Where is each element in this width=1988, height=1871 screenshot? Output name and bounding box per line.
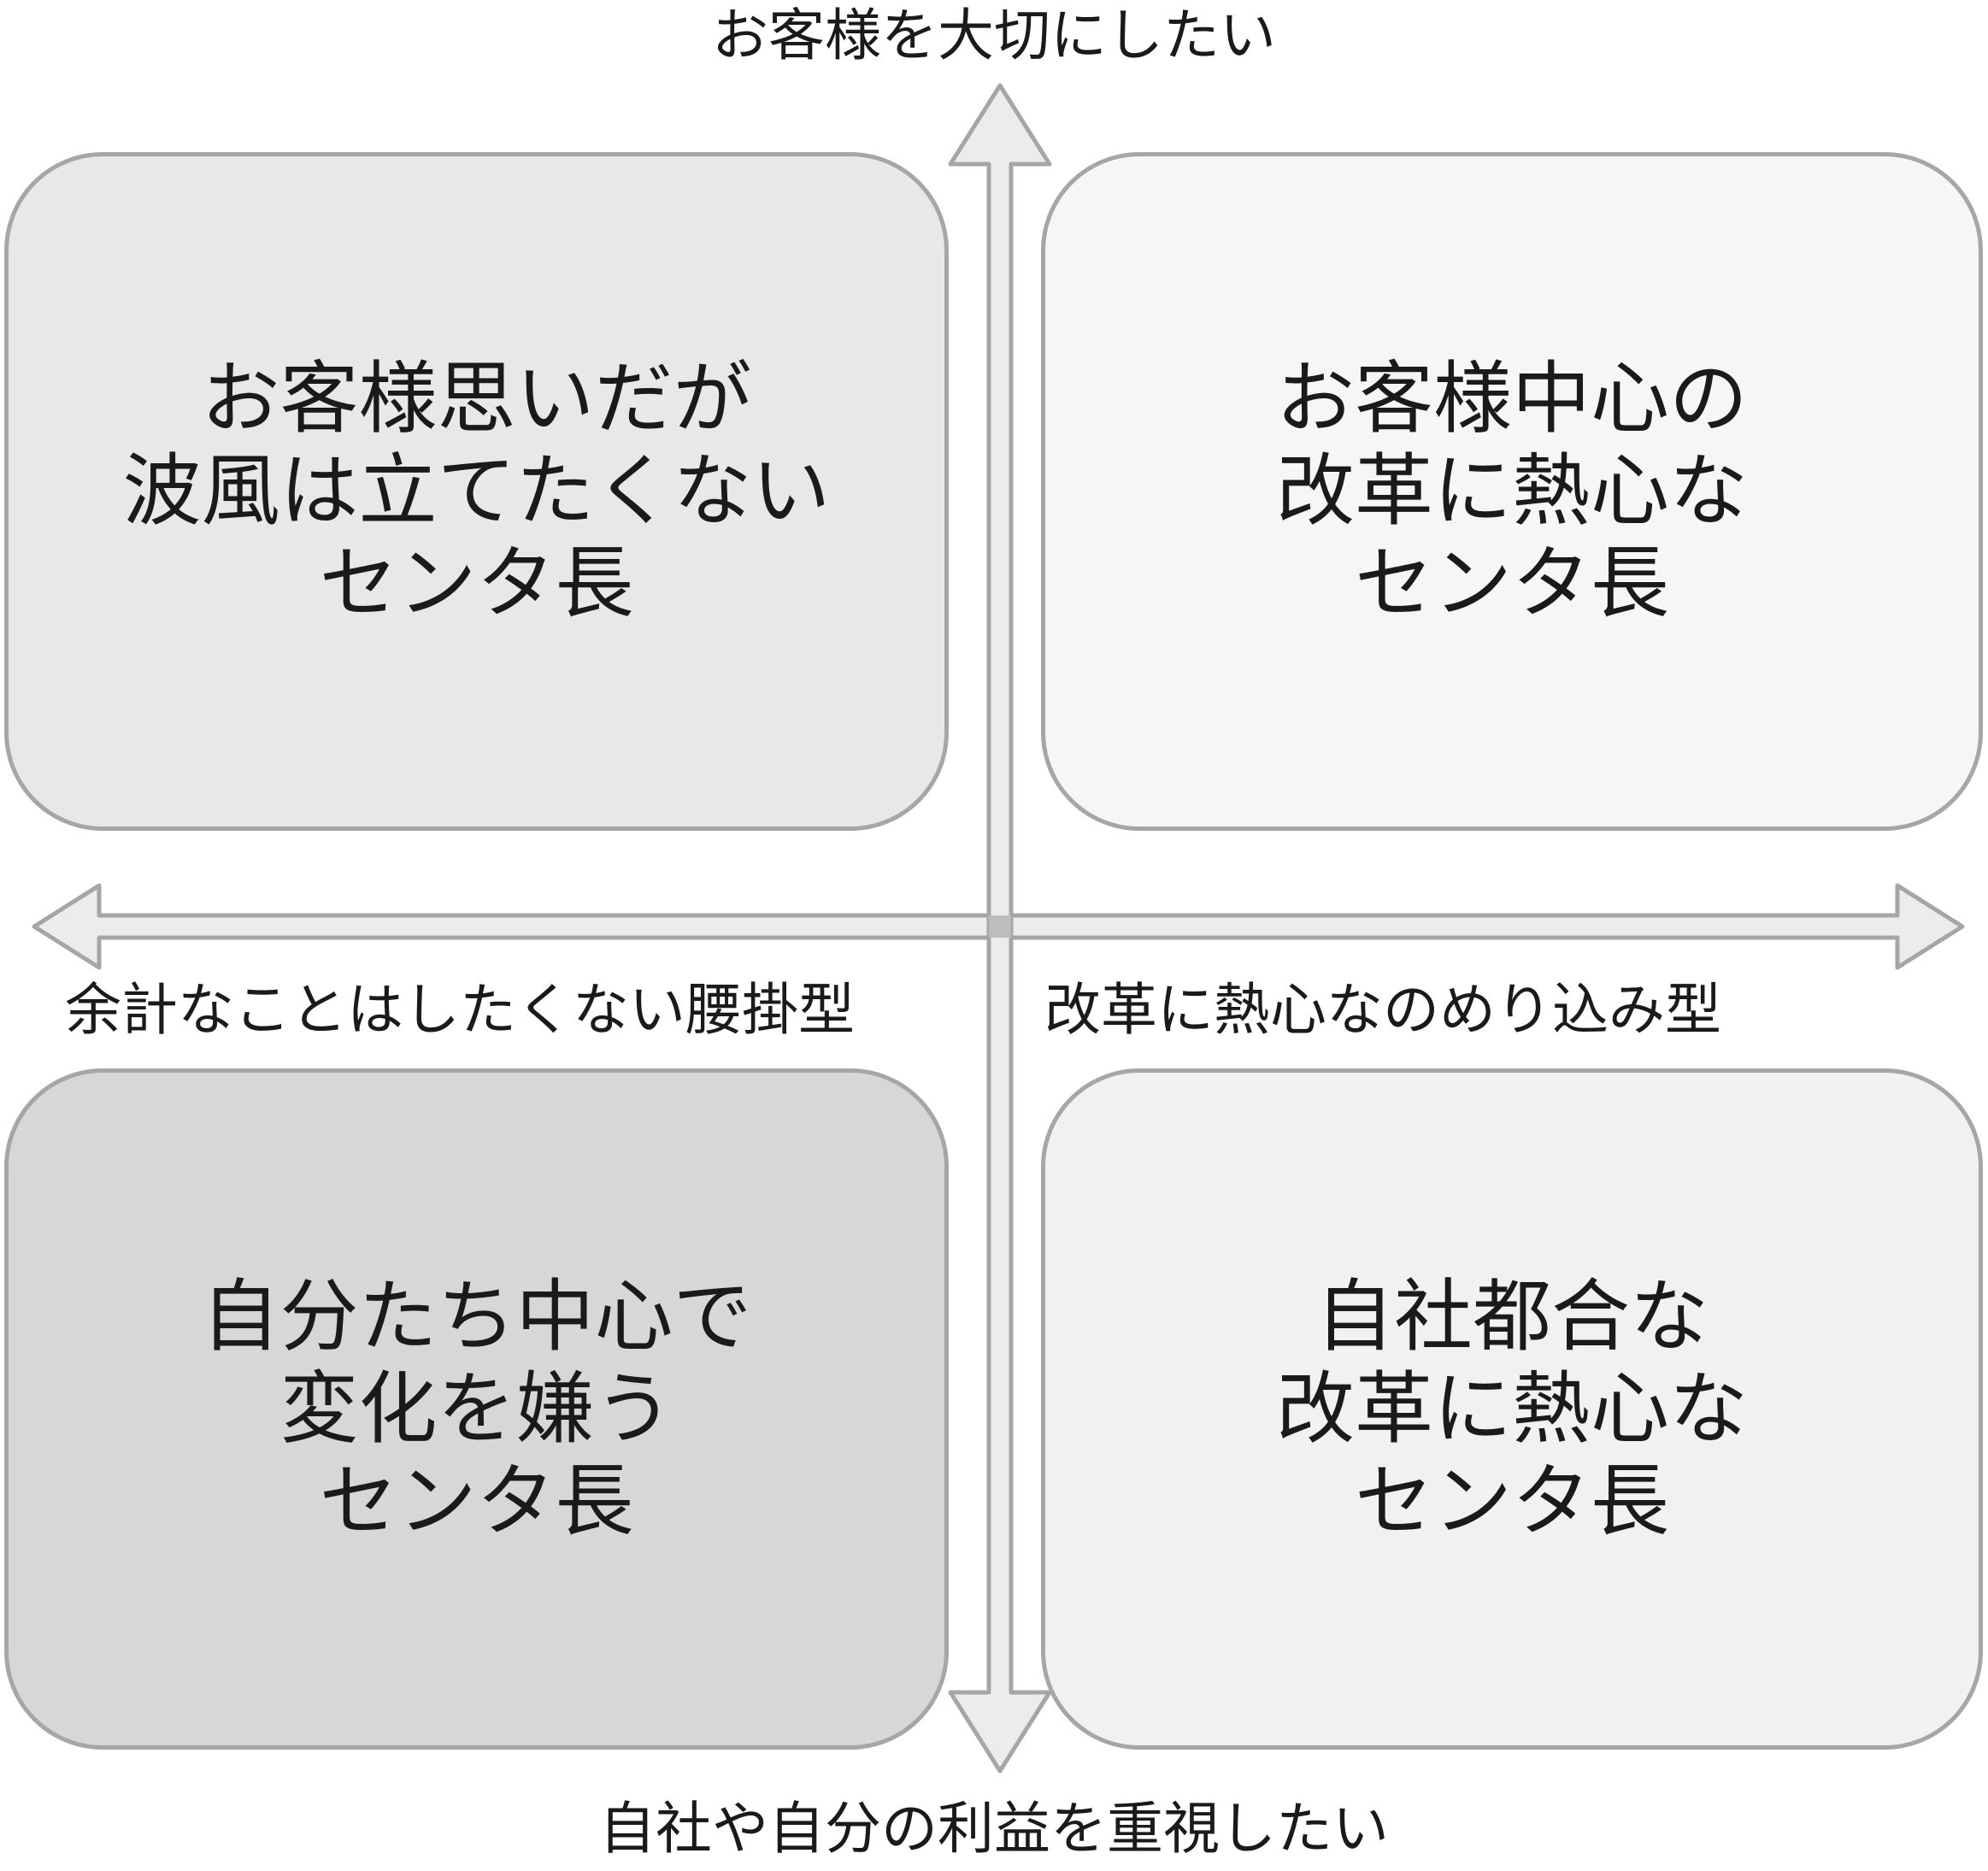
quadrant-top-left: お客様思いだが 波風は立てたくない センタ長 — [4, 152, 949, 831]
quadrant-top-right-text: お客様中心の 改革に熱心な センタ長 — [1275, 353, 1748, 629]
axes-intersection — [989, 915, 1011, 938]
axis-label-right: 改革に熱心なのめり込み型 — [1044, 977, 1721, 1043]
axis-label-bottom: 自社や自分の利益を重視したい — [599, 1796, 1389, 1862]
axis-label-top: お客様を大切にしたい — [712, 3, 1276, 68]
quadrant-bottom-right: 自社都合な 改革に熱心な センタ長 — [1041, 1068, 1983, 1750]
axis-label-left: 余計なことはしたくない腰掛型 — [65, 977, 855, 1043]
quadrant-bottom-left-text: 自分たち中心で 変化を嫌う センタ長 — [201, 1270, 752, 1547]
quadrant-top-left-text: お客様思いだが 波風は立てたくない センタ長 — [122, 353, 831, 629]
quadrant-bottom-right-text: 自社都合な 改革に熱心な センタ長 — [1275, 1270, 1748, 1547]
quadrant-top-right: お客様中心の 改革に熱心な センタ長 — [1041, 152, 1983, 831]
quadrant-bottom-left: 自分たち中心で 変化を嫌う センタ長 — [4, 1068, 949, 1750]
